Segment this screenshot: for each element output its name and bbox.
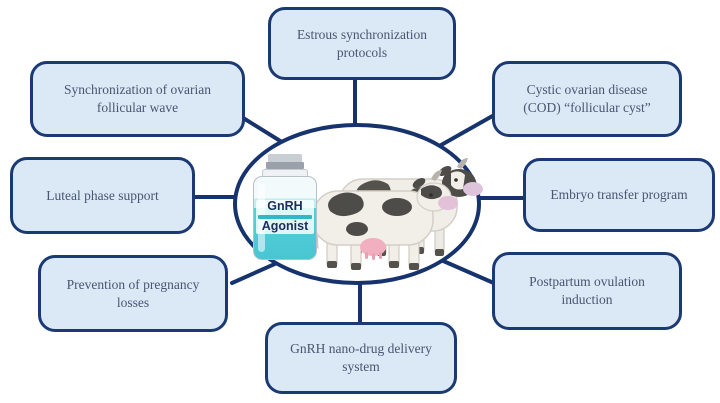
cows-illustration [311,158,483,270]
node-label: Postpartum ovulation induction [529,274,645,307]
vial-label-strip [258,214,312,219]
node-estrous-synchronization: Estrous synchronization protocols [268,7,456,80]
vial-label-line1: GnRH [267,199,303,213]
node-label: GnRH nano-drug delivery system [290,341,432,374]
node-postpartum-ovulation: Postpartum ovulation induction [492,252,682,330]
node-embryo-transfer: Embryo transfer program [523,158,715,232]
node-label: Prevention of pregnancy losses [66,276,200,310]
node-follicular-wave-sync: Synchronization of ovarian follicular wa… [30,61,245,137]
node-cystic-ovarian-disease: Cystic ovarian disease (COD) “follicular… [492,61,682,137]
vial-neck [262,169,308,177]
node-luteal-phase-support: Luteal phase support [10,157,195,234]
node-label: Synchronization of ovarian follicular wa… [64,82,211,115]
node-pregnancy-loss-prevention: Prevention of pregnancy losses [38,255,228,332]
vial-cap-band [266,162,304,169]
node-label: Embryo transfer program [550,187,688,203]
node-label: Estrous synchronization protocols [296,26,428,60]
node-nano-drug-delivery: GnRH nano-drug delivery system [265,322,457,394]
gnrh-agonist-vial: GnRH Agonist [253,154,317,260]
vial-label-line2: Agonist [261,218,309,233]
node-label: Luteal phase support [46,187,159,203]
node-label: Cystic ovarian disease (COD) “follicular… [523,82,651,115]
vial-label: GnRH Agonist [256,199,314,234]
center-ellipse: GnRH Agonist [233,123,483,285]
